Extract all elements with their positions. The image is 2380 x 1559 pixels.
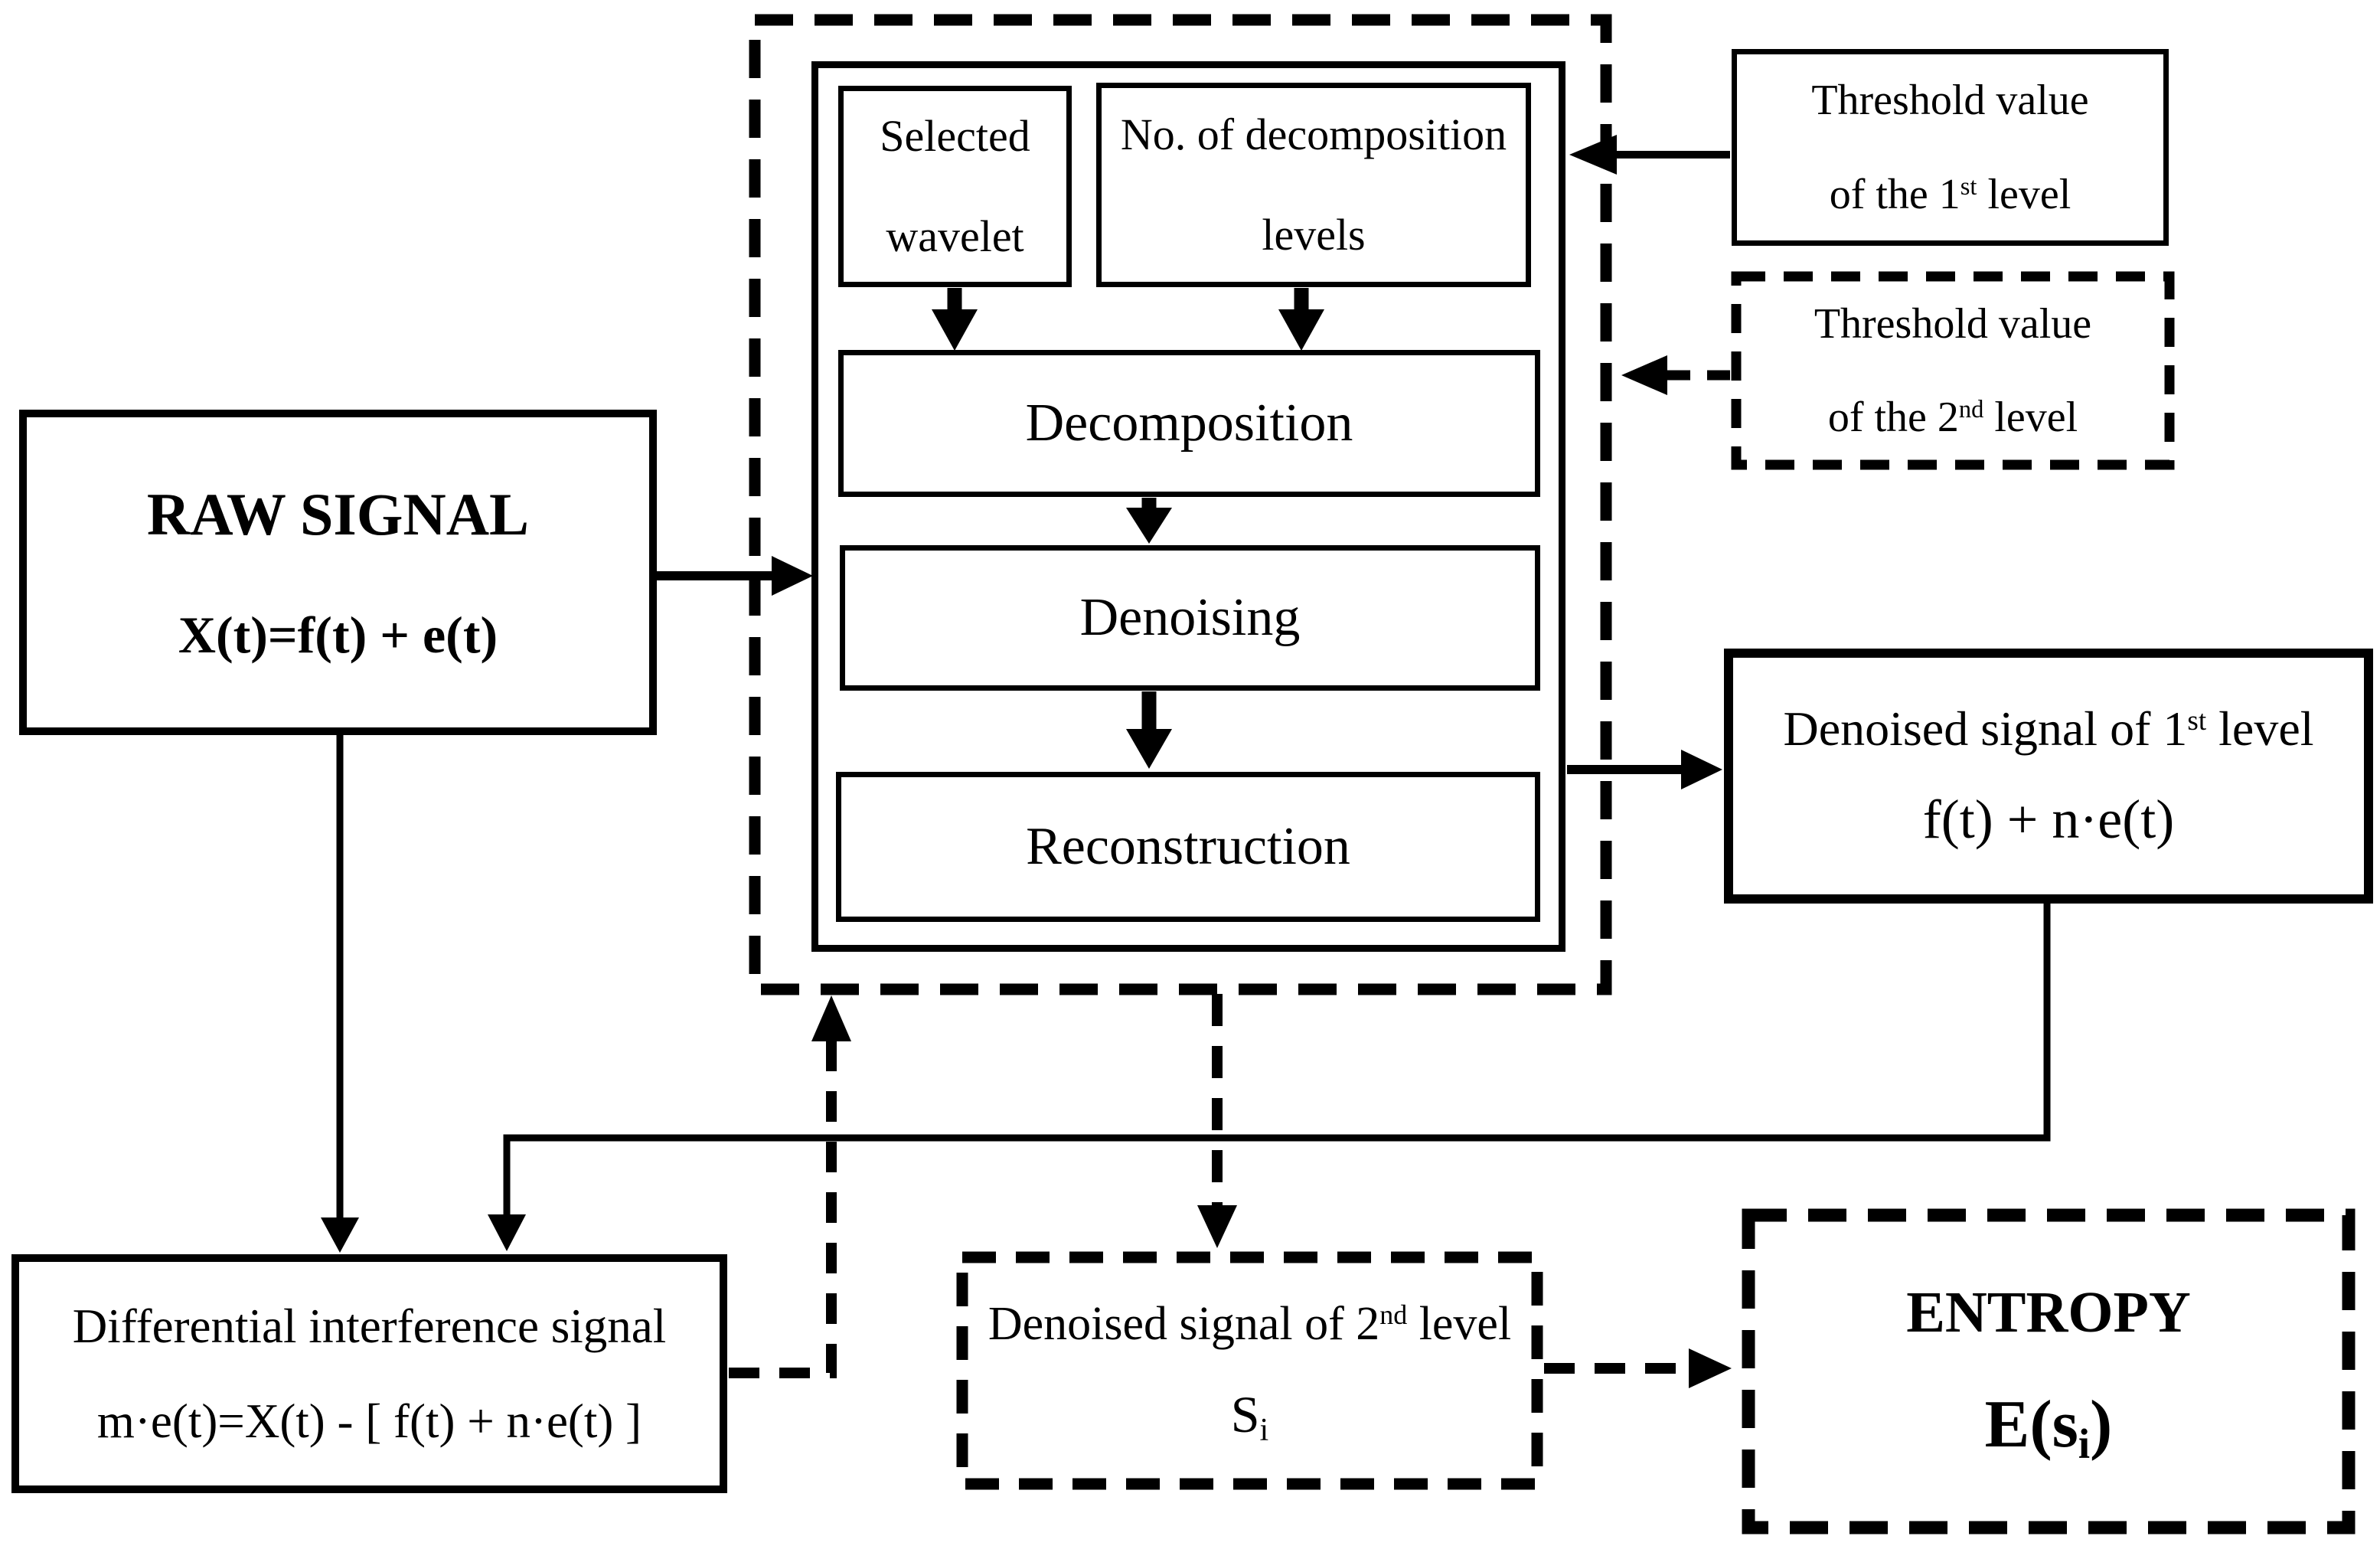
node-denoised-level-2: Denoised signal of 2nd level Si — [957, 1252, 1543, 1489]
threshold2-line1: Threshold value — [1814, 299, 2092, 348]
denoised2-symbol-sub: i — [1259, 1412, 1269, 1449]
denoised2-line1-post: level — [1407, 1298, 1512, 1351]
denoised1-line1: Denoised signal of 1st level — [1783, 701, 2313, 757]
node-raw-signal: RAW SIGNAL X(t)=f(t) + e(t) — [19, 410, 657, 735]
threshold1-line2-sup: st — [1960, 172, 1977, 201]
arrow-stage-to-denoised2 — [1197, 994, 1237, 1248]
denoised1-line1-post: level — [2206, 701, 2314, 757]
differential-formula: m·e(t)=X(t) - [ f(t) + n·e(t) ] — [96, 1394, 642, 1448]
reconstruction-label: Reconstruction — [1026, 816, 1350, 876]
node-decomposition: Decomposition — [838, 350, 1540, 497]
threshold1-line1: Threshold value — [1811, 77, 2089, 125]
node-entropy: ENTROPY E(si) — [1742, 1209, 2355, 1534]
arrow-block-to-denoised1 — [1567, 750, 1722, 789]
threshold2-line2-post: level — [1983, 394, 2078, 441]
entropy-formula-post: ) — [2090, 1387, 2113, 1463]
arrow-threshold2-to-stage — [1621, 355, 1730, 395]
raw-signal-title: RAW SIGNAL — [146, 480, 530, 547]
arrow-threshold1-to-block — [1569, 135, 1730, 175]
arrow-raw-to-differential — [321, 732, 359, 1253]
entropy-title: ENTROPY — [1906, 1280, 2191, 1345]
entropy-formula-sub: i — [2078, 1420, 2091, 1468]
decomposition-label: Decomposition — [1025, 393, 1353, 453]
arrow-denoised1-to-differential — [488, 904, 2051, 1251]
denoising-label: Denoising — [1079, 587, 1301, 647]
selected-wavelet-line2: wavelet — [886, 211, 1024, 261]
selected-wavelet-line1: Selected — [880, 110, 1030, 161]
differential-line1: Differential interference signal — [72, 1299, 667, 1353]
entropy-formula-pre: E(s — [1984, 1387, 2078, 1463]
denoised2-line1-pre: Denoised signal of 2 — [988, 1298, 1380, 1351]
node-differential-interference: Differential interference signal m·e(t)=… — [11, 1254, 727, 1493]
denoised2-symbol-main: S — [1230, 1384, 1260, 1443]
node-denoising: Denoising — [840, 545, 1540, 691]
threshold1-line2-pre: of the 1 — [1829, 170, 1960, 218]
node-decomposition-levels: No. of decomposition levels — [1096, 83, 1531, 287]
denoised2-line1: Denoised signal of 2nd level — [988, 1297, 1511, 1351]
threshold2-line2-sup: nd — [1958, 396, 1984, 424]
raw-signal-formula: X(t)=f(t) + e(t) — [178, 606, 498, 665]
node-denoised-level-1: Denoised signal of 1st level f(t) + n·e(… — [1724, 649, 2373, 904]
arrow-denoised2-to-entropy — [1544, 1348, 1732, 1388]
threshold1-line2-post: level — [1977, 170, 2071, 218]
node-selected-wavelet: Selected wavelet — [838, 86, 1072, 287]
threshold2-line2-pre: of the 2 — [1827, 394, 1959, 441]
decomposition-levels-line2: levels — [1262, 209, 1366, 260]
denoised2-symbol: Si — [1230, 1384, 1269, 1446]
denoised1-formula: f(t) + n·e(t) — [1922, 788, 2175, 850]
threshold2-line2: of the 2nd level — [1828, 393, 2078, 442]
node-threshold-level-1: Threshold value of the 1st level — [1732, 49, 2169, 246]
denoised2-line1-sup: nd — [1379, 1299, 1408, 1331]
denoised1-line1-pre: Denoised signal of 1 — [1783, 701, 2188, 757]
node-threshold-level-2: Threshold value of the 2nd level — [1732, 272, 2174, 469]
denoised1-line1-sup: st — [2187, 704, 2207, 737]
arrow-differential-to-stage — [729, 995, 851, 1378]
decomposition-levels-line1: No. of decomposition — [1120, 109, 1507, 159]
entropy-formula: E(si) — [1984, 1386, 2113, 1465]
arrow-raw-to-processing — [657, 556, 813, 596]
node-reconstruction: Reconstruction — [836, 772, 1540, 922]
threshold1-line2: of the 1st level — [1830, 170, 2071, 219]
